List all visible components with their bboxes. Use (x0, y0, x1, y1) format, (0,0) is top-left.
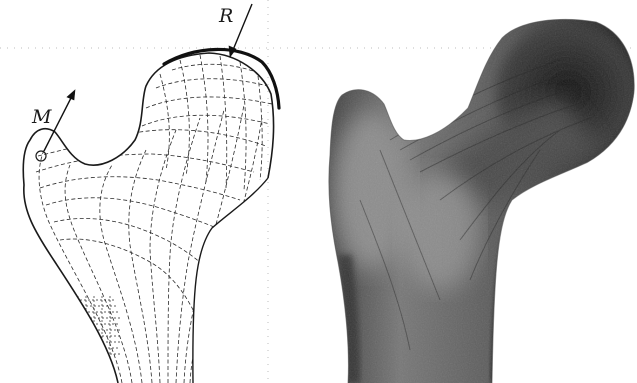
femur-radiograph (320, 0, 637, 383)
dense-trabecular-region (56, 296, 120, 364)
femur-outline (23, 53, 273, 383)
label-joint-reaction-force: R (218, 5, 233, 27)
label-muscle-force: M (31, 106, 52, 128)
shaft-medial-contour (193, 178, 268, 383)
trabecular-trajectories (36, 55, 272, 383)
femur-line-drawing: M R (23, 4, 279, 383)
